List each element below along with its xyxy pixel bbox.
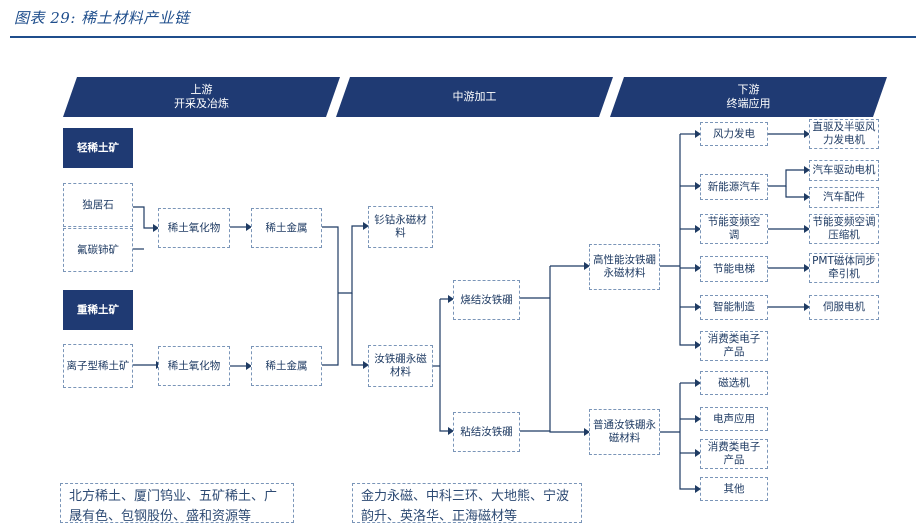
detail-ev-drive-motor: 汽车驱动电机	[809, 160, 879, 181]
midstream-companies: 金力永磁、中科三环、大地熊、宁波韵升、英洛华、正海磁材等	[352, 483, 582, 524]
node-high-performance-ndfeb: 高性能汝铁硼永磁材料	[589, 244, 660, 290]
app-smart-manufacturing: 智能制造	[700, 295, 768, 320]
detail-ac-compressor: 节能变频空调压缩机	[809, 214, 879, 244]
node-bastnaesite: 氟碳铈矿	[63, 228, 133, 272]
node-ndfeb-magnet: 汝铁硼永磁材料	[368, 345, 433, 387]
node-monazite: 独居石	[63, 183, 133, 227]
node-bonded-ndfeb: 粘结汝铁硼	[453, 412, 520, 452]
app-magnetic-separator: 磁选机	[700, 371, 768, 395]
node-light-rare-earth-ore: 轻稀土矿	[63, 128, 133, 168]
stage-downstream: 下游 终端应用	[610, 77, 887, 117]
node-rare-earth-metal: 稀土金属	[251, 346, 322, 386]
stage-downstream-line1: 下游	[737, 83, 760, 96]
title-rule	[10, 36, 916, 38]
detail-servo-motor: 伺服电机	[809, 295, 879, 320]
app-wind-power: 风力发电	[700, 122, 768, 146]
stage-upstream: 上游 开采及冶炼	[63, 77, 340, 117]
node-sintered-ndfeb: 烧结汝铁硼	[453, 280, 520, 320]
detail-pmt-traction-machine: PMT磁体同步牵引机	[809, 253, 879, 283]
node-heavy-rare-earth-ore: 重稀土矿	[63, 290, 133, 330]
stage-upstream-line1: 上游	[190, 83, 213, 96]
app-energy-saving-elevator: 节能电梯	[700, 256, 768, 282]
detail-auto-parts: 汽车配件	[809, 187, 879, 208]
figure-title: 图表 29: 稀土材料产业链	[14, 9, 190, 27]
banner-shape	[610, 77, 887, 117]
banner-shape	[63, 77, 340, 117]
stage-midstream-line1: 中游加工	[452, 90, 497, 103]
node-smco-magnet: 钐钴永磁材料	[368, 206, 433, 248]
node-normal-ndfeb: 普通汝铁硼永磁材料	[589, 409, 660, 455]
app-electroacoustic: 电声应用	[700, 407, 768, 431]
node-rare-earth-metal: 稀土金属	[251, 208, 322, 248]
stage-downstream-line2: 终端应用	[726, 97, 771, 110]
app-others: 其他	[700, 477, 768, 501]
detail-wind-generator: 直驱及半驱风力发电机	[809, 119, 879, 149]
app-consumer-electronics: 消费类电子产品	[700, 331, 768, 361]
app-consumer-electronics: 消费类电子产品	[700, 439, 768, 469]
app-new-energy-vehicle: 新能源汽车	[700, 174, 768, 200]
upstream-companies: 北方稀土、厦门钨业、五矿稀土、广晟有色、包钢股份、盛和资源等	[60, 483, 294, 524]
stage-upstream-line2: 开采及冶炼	[174, 97, 229, 110]
node-rare-earth-oxide: 稀土氧化物	[158, 346, 230, 386]
banner-shape	[336, 77, 613, 117]
node-ionic-rare-earth-ore: 离子型稀土矿	[63, 344, 133, 388]
app-inverter-ac: 节能变频空调	[700, 214, 768, 244]
stage-midstream: 中游加工	[336, 77, 613, 117]
node-rare-earth-oxide: 稀土氧化物	[158, 208, 230, 248]
